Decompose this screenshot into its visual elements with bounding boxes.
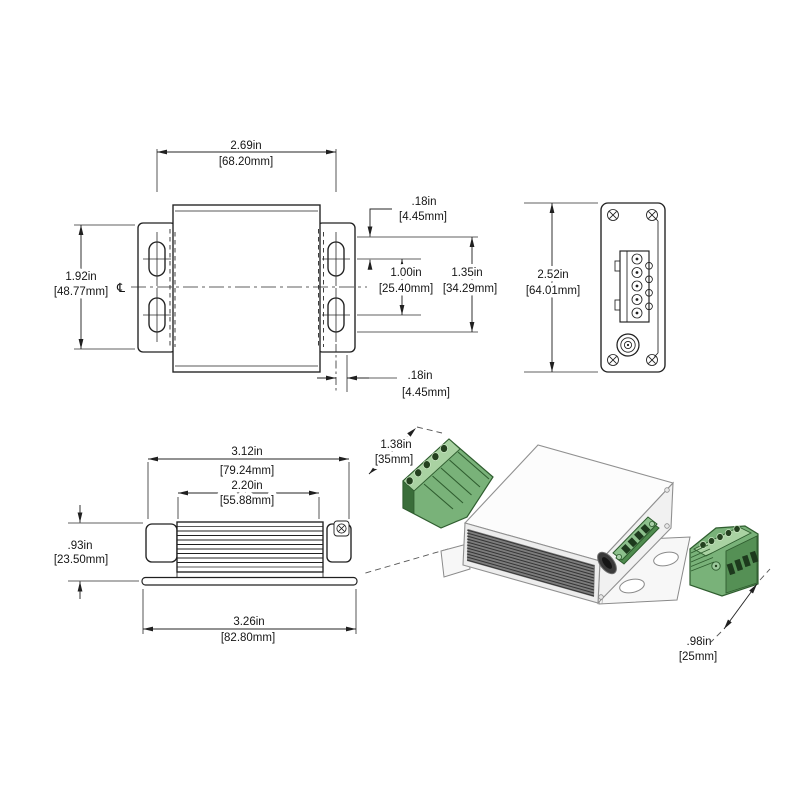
dim-front-height: 1.92in [48.77mm] [50, 224, 135, 350]
flange-slot-3d [619, 578, 645, 594]
heatsink-fins [177, 526, 323, 568]
plug-screws-left [405, 444, 448, 486]
dim-left-plug-mm: [35mm] [375, 454, 413, 466]
dim-side-body-width: 3.12in [79.24mm] [147, 446, 350, 519]
dim-iso-left-plug: 1.38in [35mm] [368, 426, 443, 475]
dim-side-fin-width-in: 2.20in [231, 480, 262, 492]
dim-left-plug-in: 1.38in [380, 439, 411, 451]
dim-front-height-in: 1.92in [65, 271, 96, 283]
dim-end-height-in: 2.52in [537, 269, 568, 281]
plug-center-screw-dot [714, 564, 718, 568]
side-heatsink-body [176, 521, 324, 573]
dim-right-plug-mm: [25mm] [679, 651, 717, 663]
end-view: 2.52in [64.01mm] [522, 202, 666, 373]
dim-side-base-width-in: 3.26in [233, 616, 264, 628]
dim-side-body-width-mm: [79.24mm] [220, 465, 274, 477]
dim-iso-right-plug: .98in [25mm] [679, 568, 771, 663]
phillips-screw-icon [607, 209, 619, 221]
dim-offset-top-in: .18in [412, 196, 437, 208]
dim-side-height-in: .93in [68, 540, 93, 552]
flange-slot-3d [653, 551, 679, 567]
centerline-symbol: ℄ [116, 280, 125, 295]
terminal-pins [631, 253, 643, 319]
coax-connector-3d [597, 551, 617, 575]
side-end-cap-left [145, 523, 178, 563]
side-view: 3.12in [79.24mm] 2.20in [55.88mm] .93in … [54, 446, 358, 644]
front-serrated-joint-left [169, 229, 176, 347]
dim-front-width-mm: [68.20mm] [219, 156, 273, 168]
phillips-screw-icon [607, 354, 619, 366]
dim-front-offset-bottom: .18in [4.45mm] [317, 344, 450, 399]
plug-screws-right [699, 525, 741, 549]
phillips-screw-icons [607, 209, 658, 366]
dim-side-height-mm: [23.50mm] [54, 554, 108, 566]
dim-hole-pitch-in: 1.00in [390, 267, 421, 279]
mounting-slots [143, 232, 350, 342]
case-screw-icon [598, 594, 604, 600]
dim-hole-span-in: 1.35in [451, 267, 482, 279]
dim-hole-pitch-mm: [25.40mm] [379, 283, 433, 295]
case-screw-icon [664, 487, 670, 493]
terminal-header-end [614, 250, 653, 323]
phillips-screw-icon [646, 209, 658, 221]
dim-front-height-mm: [48.77mm] [54, 286, 108, 298]
base-plate [141, 576, 358, 586]
dim-side-base-width: 3.26in [82.80mm] [142, 589, 357, 644]
front-serrated-joint-right [318, 229, 324, 347]
case-screw-icon [664, 523, 670, 529]
front-view: ℄ 2.69in [68.20mm] 1.92in [48.77mm] [50, 140, 501, 399]
isometric-view: 1.38in [35mm] .98in [25mm] [361, 426, 771, 663]
dim-side-fin-width-mm: [55.88mm] [220, 495, 274, 507]
enclosure-flange-left-3d [440, 543, 471, 578]
dim-front-width-in: 2.69in [230, 140, 261, 152]
dim-offset-bottom-mm: [4.45mm] [402, 387, 450, 399]
terminal-plug-left [402, 438, 494, 529]
plug-sockets-right [726, 550, 759, 576]
dim-side-fin-width: 2.20in [55.88mm] [177, 477, 320, 519]
dim-end-height-mm: [64.01mm] [526, 285, 580, 297]
dim-side-body-width-in: 3.12in [231, 446, 262, 458]
dim-offset-bottom-in: .18in [408, 370, 433, 382]
dim-side-height: .93in [23.50mm] [54, 505, 143, 599]
dim-offset-top-mm: [4.45mm] [399, 211, 447, 223]
dim-right-plug-in: .98in [687, 636, 712, 648]
enclosure-3d [462, 444, 675, 605]
enclosure-fins-3d [466, 529, 595, 597]
plug-ribs-left [423, 451, 490, 510]
guide-dash-left [361, 548, 449, 575]
terminal-header-3d [612, 516, 660, 565]
dim-hole-span-mm: [34.29mm] [443, 283, 497, 295]
phillips-screw-icon [646, 354, 658, 366]
dim-end-height: 2.52in [64.01mm] [522, 202, 598, 373]
dim-side-base-width-mm: [82.80mm] [221, 632, 275, 644]
side-screw-icon [333, 520, 350, 537]
terminal-plug-right [689, 525, 759, 597]
dim-front-width: 2.69in [68.20mm] [156, 140, 337, 192]
plug-ribs-right [690, 544, 715, 572]
dim-front-holes: .18in [4.45mm] 1.00in [25.40mm] 1.35in [… [357, 196, 501, 333]
coax-connector-icon [616, 333, 640, 357]
front-body [172, 204, 321, 373]
